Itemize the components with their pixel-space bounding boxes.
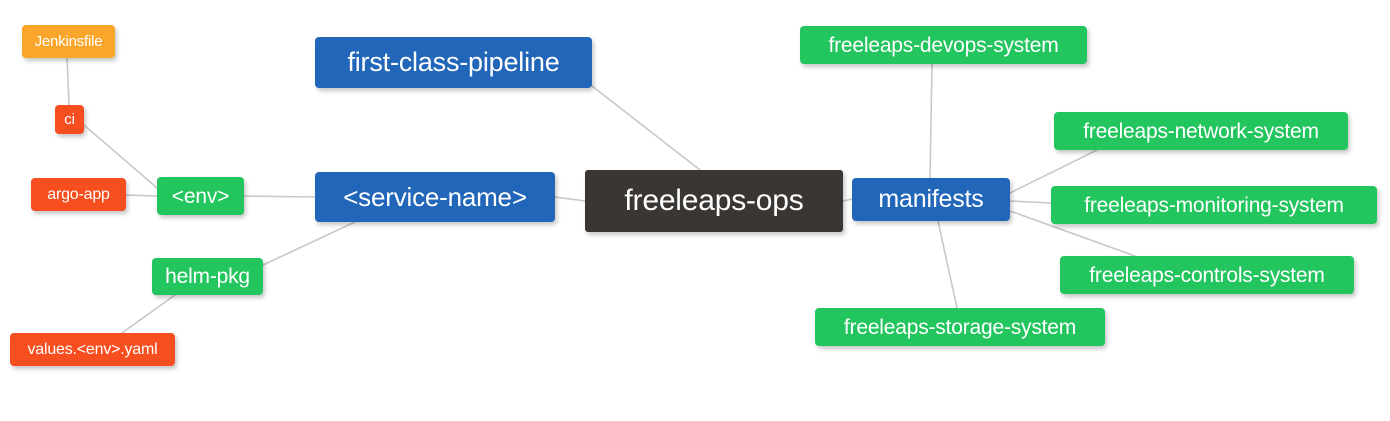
edge-root-to-first-class-pipeline — [591, 85, 701, 171]
mindmap-node-jenkinsfile[interactable]: Jenkinsfile — [22, 25, 115, 58]
edge-manifests-to-monitoring-system — [1009, 200, 1052, 204]
edge-service-name-to-helm-pkg — [262, 221, 356, 266]
mindmap-node-first-class-pipeline[interactable]: first-class-pipeline — [315, 37, 592, 88]
mindmap-node-service-name[interactable]: <service-name> — [315, 172, 555, 222]
mindmap-node-monitoring-system[interactable]: freeleaps-monitoring-system — [1051, 186, 1377, 224]
edge-manifests-to-storage-system — [937, 220, 958, 309]
edge-helm-pkg-to-values-yaml — [121, 294, 176, 334]
mindmap-node-argo-app[interactable]: argo-app — [31, 178, 126, 211]
edge-ci-to-jenkinsfile — [66, 57, 70, 106]
mindmap-node-root[interactable]: freeleaps-ops — [585, 170, 843, 232]
mindmap-node-values-yaml[interactable]: values.<env>.yaml — [10, 333, 175, 366]
edge-service-name-to-env — [243, 195, 316, 198]
mindmap-node-manifests[interactable]: manifests — [852, 178, 1010, 221]
mindmap-node-storage-system[interactable]: freeleaps-storage-system — [815, 308, 1105, 346]
edge-manifests-to-devops-system — [929, 63, 933, 179]
mindmap-node-ci[interactable]: ci — [55, 105, 84, 134]
edge-root-to-service-name — [554, 196, 586, 202]
mindmap-node-env[interactable]: <env> — [157, 177, 244, 215]
edge-root-to-manifests — [842, 198, 853, 202]
mindmap-node-helm-pkg[interactable]: helm-pkg — [152, 258, 263, 295]
edge-env-to-argo-app — [125, 194, 158, 197]
mindmap-node-network-system[interactable]: freeleaps-network-system — [1054, 112, 1348, 150]
mindmap-node-controls-system[interactable]: freeleaps-controls-system — [1060, 256, 1354, 294]
mindmap-node-devops-system[interactable]: freeleaps-devops-system — [800, 26, 1087, 64]
